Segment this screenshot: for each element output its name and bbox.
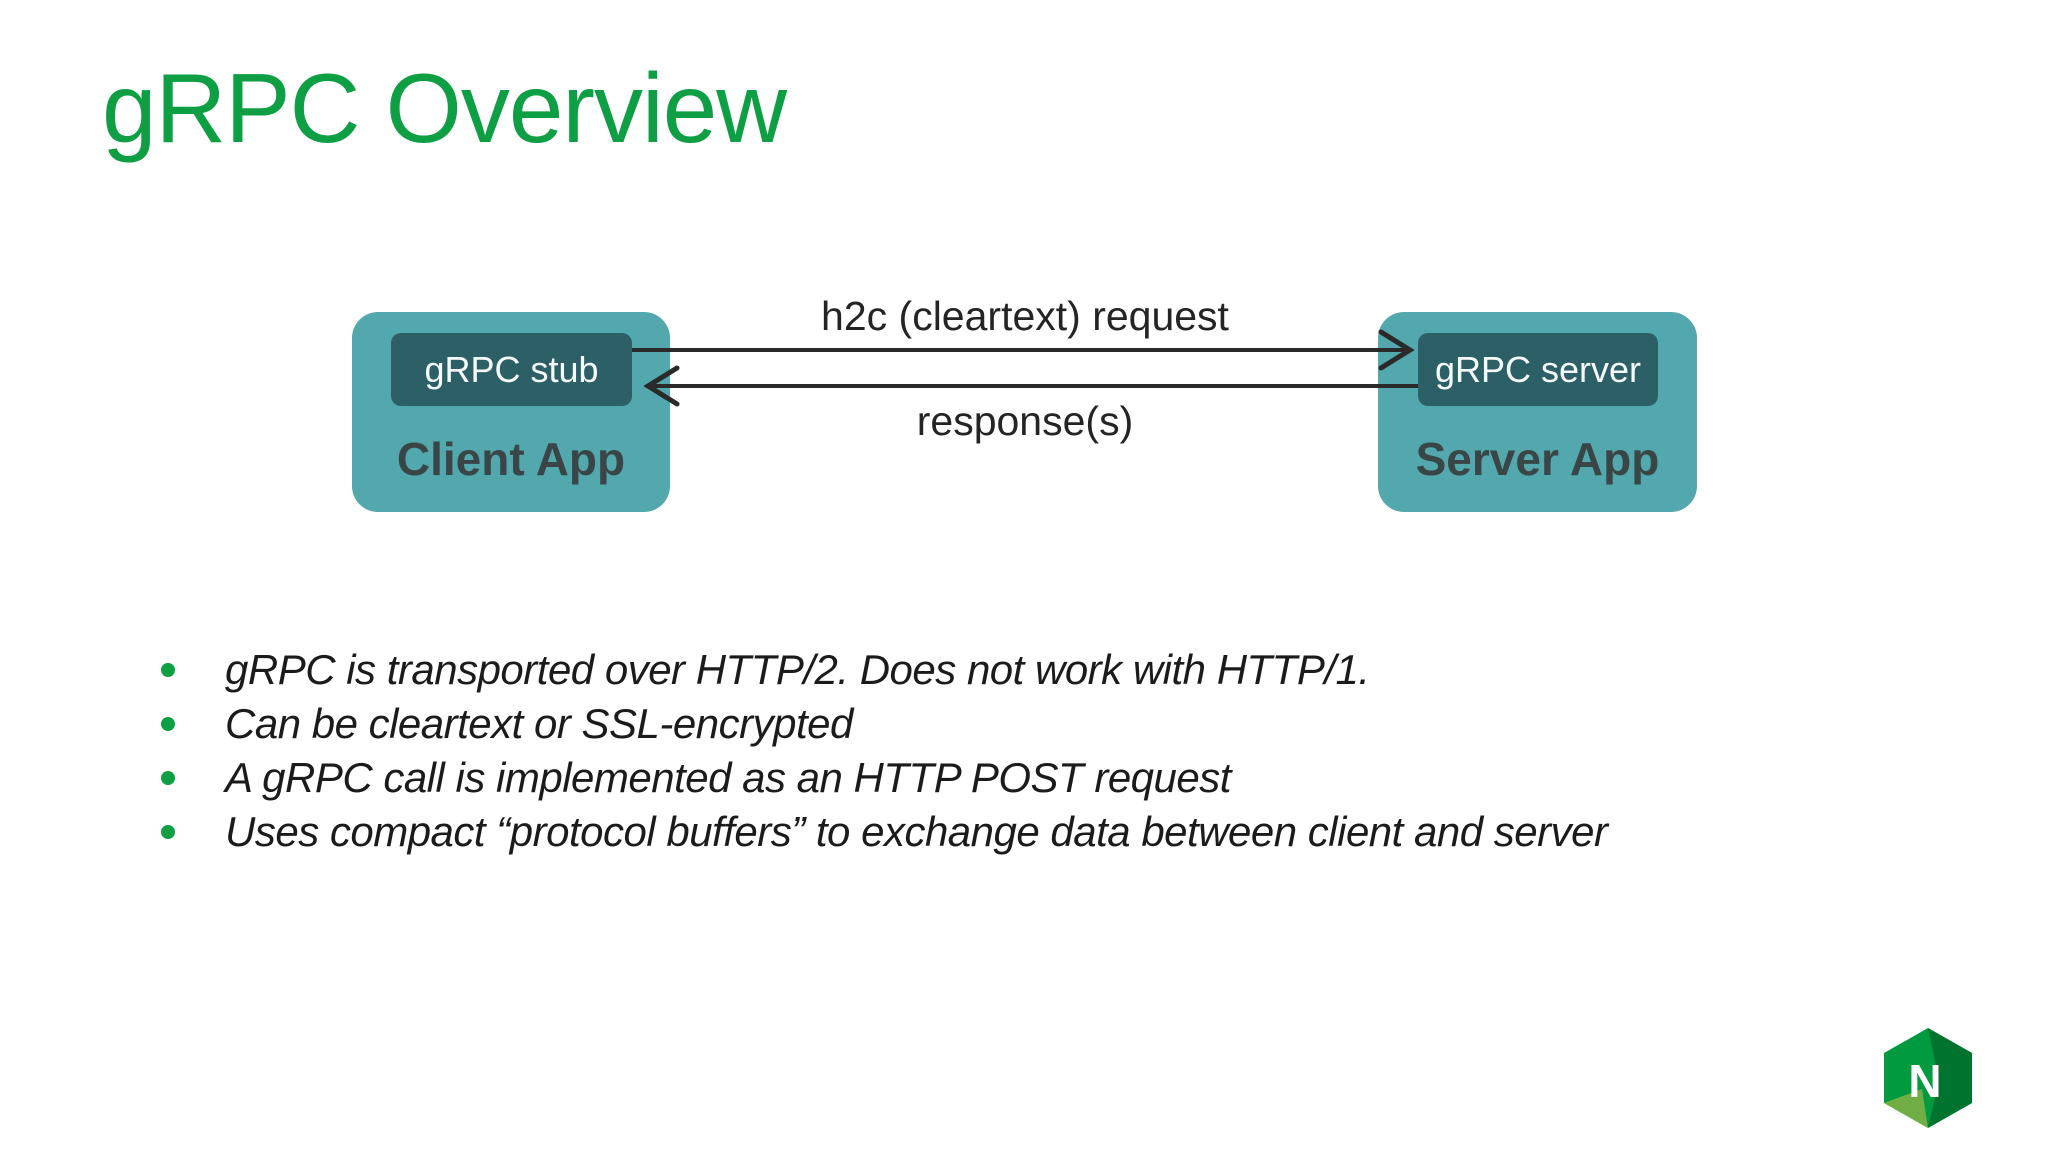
bullet-dot-icon [161, 771, 175, 785]
grpc-server-label: gRPC server [1434, 348, 1642, 390]
grpc-stub-box: gRPC stub [391, 333, 632, 406]
nginx-logo-icon: N [1884, 1028, 1972, 1128]
slide-title: gRPC Overview [102, 53, 787, 163]
bullet-dot-icon [161, 717, 175, 731]
bullet-item: Uses compact “protocol buffers” to excha… [161, 805, 1608, 859]
server-app-box: gRPC server Server App [1378, 312, 1697, 512]
nginx-logo-letter: N [1908, 1055, 1941, 1107]
bullet-item: A gRPC call is implemented as an HTTP PO… [161, 751, 1607, 805]
nginx-hexagon-light-face [1884, 1089, 1928, 1128]
bullet-dot-icon [161, 825, 175, 839]
nginx-hexagon-dark-face [1928, 1028, 1972, 1128]
bullet-text: Can be cleartext or SSL-encrypted [225, 700, 853, 747]
bullet-dot-icon [161, 663, 175, 677]
bullet-text: gRPC is transported over HTTP/2. Does no… [225, 646, 1370, 693]
grpc-server-box: gRPC server [1418, 333, 1658, 406]
bullet-item: gRPC is transported over HTTP/2. Does no… [161, 643, 1607, 697]
bullet-list: gRPC is transported over HTTP/2. Does no… [161, 643, 1608, 859]
response-arrow-label: response(s) [916, 398, 1134, 444]
bullet-text: A gRPC call is implemented as an HTTP PO… [225, 754, 1231, 801]
server-app-label: Server App [1415, 433, 1660, 485]
grpc-stub-label: gRPC stub [424, 348, 599, 390]
bullet-item: Can be cleartext or SSL-encrypted [161, 697, 1607, 751]
bullet-text: Uses compact “protocol buffers” to excha… [225, 808, 1608, 855]
client-app-label: Client App [396, 433, 626, 485]
client-app-box: gRPC stub Client App [352, 312, 670, 512]
request-arrow-label: h2c (cleartext) request [821, 293, 1229, 339]
